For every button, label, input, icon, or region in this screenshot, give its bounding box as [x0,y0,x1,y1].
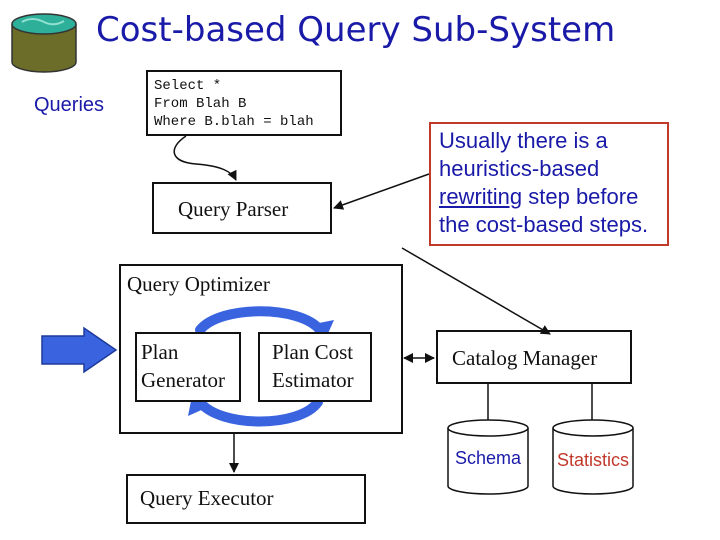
statistics-label: Statistics [557,450,630,470]
sql-query-box: Select * From Blah B Where B.blah = blah [146,70,342,136]
schema-label: Schema [455,448,522,468]
query-parser-box: Query Parser [152,182,332,234]
plan-generator-box: Plan Generator [135,332,241,402]
note-line-2: heuristics-based [439,156,600,181]
plan-generator-line-2: Generator [141,368,225,392]
sql-to-parser-arrow [173,135,237,181]
plan-generator-line-1: Plan [141,340,179,364]
note-rewriting-word: rewriting [439,184,523,209]
statistics-cylinder-icon [552,419,634,495]
note-to-catalog-arrow [401,247,551,335]
queries-label: Queries [34,94,105,116]
page-title: Cost-based Query Sub-System [96,10,616,50]
schema-cylinder-icon [447,419,529,495]
query-parser-label: Query Parser [178,197,289,221]
sql-line-2: From Blah B [154,96,247,112]
note-to-parser-arrow [333,173,430,210]
note-line-3: rewriting step before [439,184,638,210]
catalog-manager-box: Catalog Manager [436,330,632,384]
rewriting-note-box: Usually there is a heuristics-based rewr… [429,122,669,246]
sql-line-3: Where B.blah = blah [154,114,314,130]
note-line-1: Usually there is a [439,128,608,153]
catalog-manager-label: Catalog Manager [452,346,598,370]
plan-cost-estimator-box: Plan Cost Estimator [258,332,372,402]
plan-cost-estimator-line-1: Plan Cost [272,340,354,364]
note-line-3-rest: step before [522,184,639,209]
queries-input-arrow [41,326,118,374]
database-logo-icon [11,13,77,73]
query-executor-label: Query Executor [140,486,274,510]
sql-line-1: Select * [154,78,222,94]
note-line-4: the cost-based steps. [439,212,649,237]
query-executor-box: Query Executor [126,474,366,524]
plan-cost-estimator-line-2: Estimator [272,368,354,392]
query-optimizer-label: Query Optimizer [127,272,270,296]
